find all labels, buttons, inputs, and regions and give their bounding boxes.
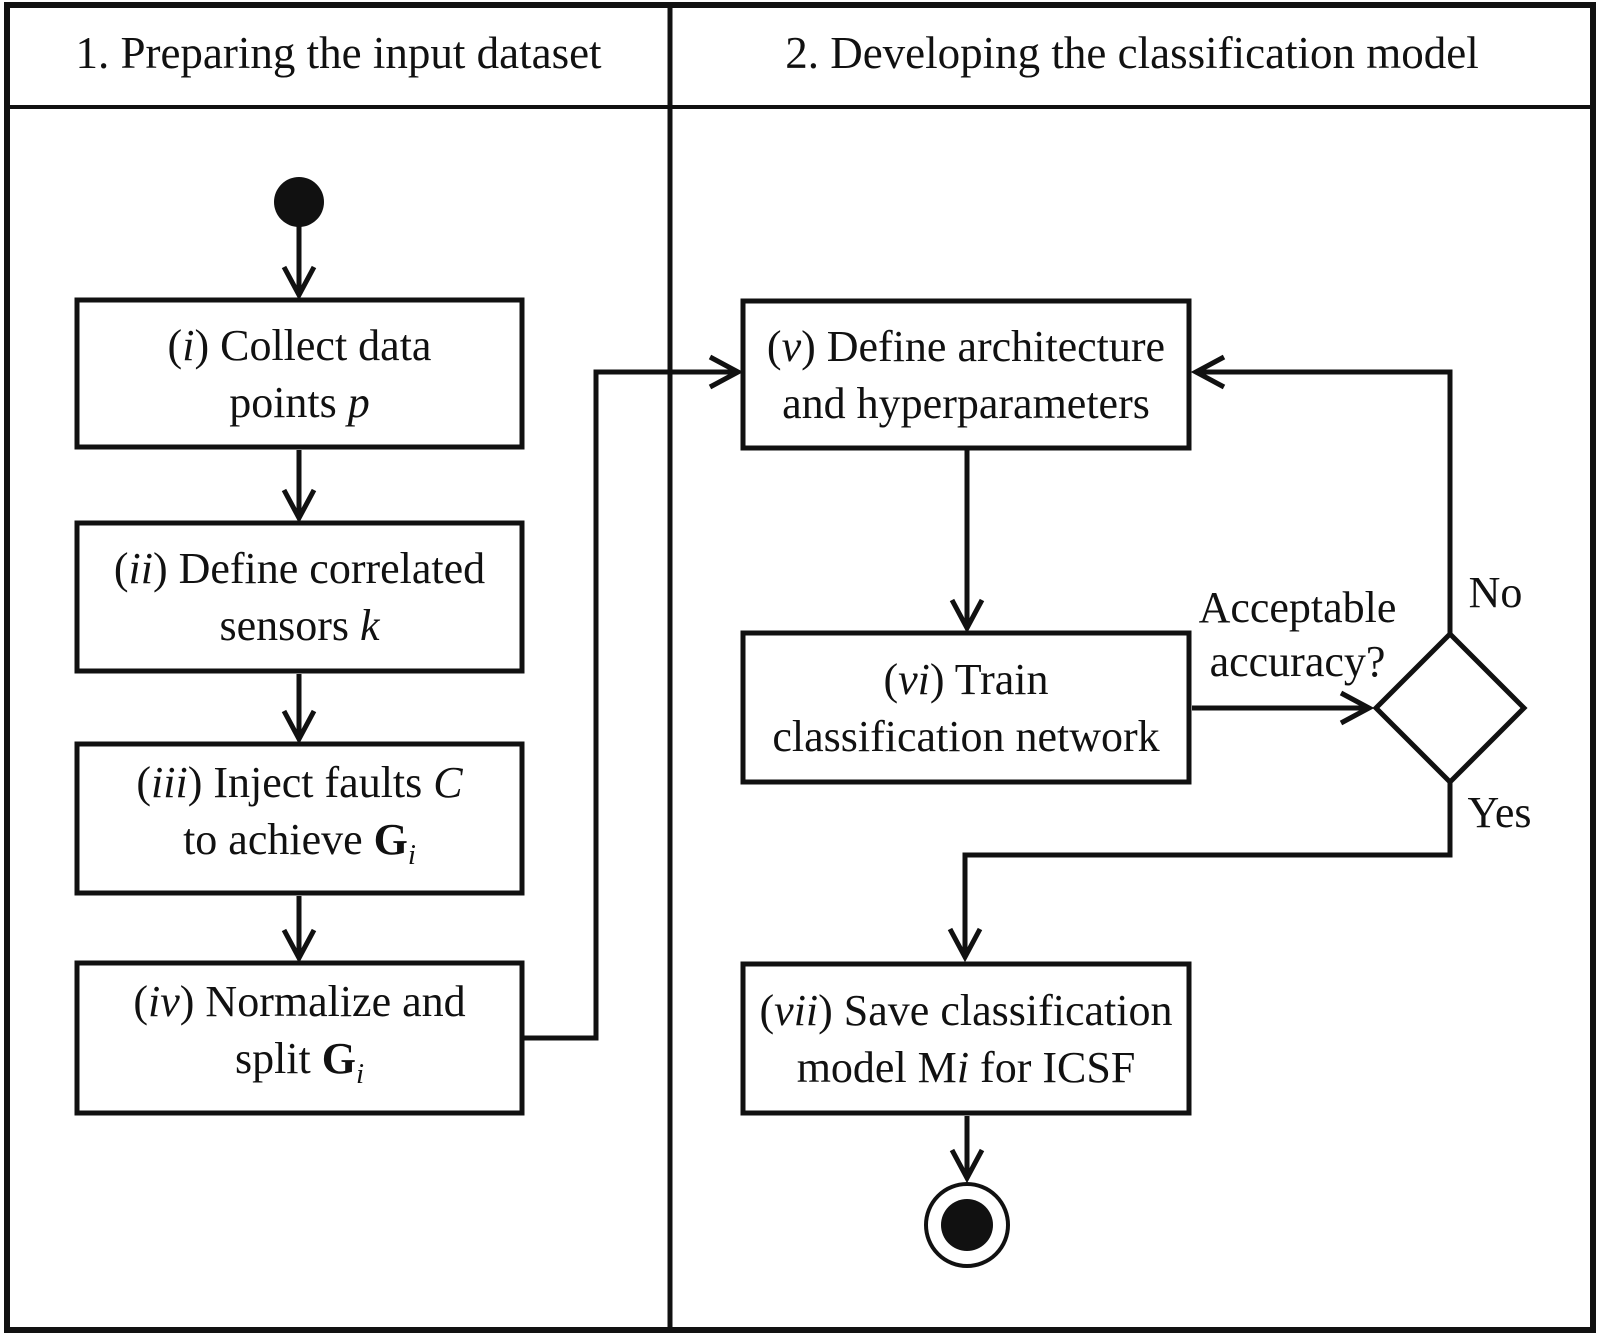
activity-label-iv-line2: split Gi <box>234 1034 365 1090</box>
arrow-yes-to-vii <box>947 780 1453 963</box>
activity-label-i-line2: points p <box>229 377 370 427</box>
activity-label-iv-line1: (iv) Normalize and <box>133 977 466 1026</box>
activity-label-vii-line1: (vii) Save classification <box>759 985 1173 1035</box>
activity-label-ii-line1: (ii) Define correlated <box>113 544 486 593</box>
activity-label-v-line1: (v) Define architecture <box>766 321 1166 371</box>
end-node-inner <box>941 1199 993 1251</box>
activity-label-i: (i) Collect data points p <box>77 300 522 447</box>
activity-box-vii <box>740 961 1192 1116</box>
branch-label-no: No <box>1468 568 1523 617</box>
start-node <box>274 177 324 227</box>
decision-question-line1: Acceptable <box>1198 583 1397 632</box>
arrow-iv-to-v <box>522 354 744 1041</box>
activity-label-ii: (ii) Define correlated sensors k <box>77 523 522 671</box>
activity-label-iii-line1: (iii) Inject faults C <box>136 757 463 807</box>
column-2-header: 2. Developing the classification model <box>785 27 1479 78</box>
activity-label-iii-line2: to achieve Gi <box>183 814 416 871</box>
activity-box-ii <box>74 520 525 674</box>
activity-label-vi: (vi) Train classification network <box>743 633 1189 782</box>
arrow-no-loop-to-v <box>1190 354 1453 634</box>
activity-label-vii: (vii) Save classification model Mi for I… <box>743 964 1189 1113</box>
outer-frame <box>4 2 1596 1333</box>
activity-label-vi-line2: classification network <box>772 711 1160 761</box>
decision-question-line2: accuracy? <box>1209 637 1386 686</box>
activity-label-v-line2: and hyperparameters <box>782 378 1150 428</box>
decision-question: Acceptable accuracy? <box>1175 580 1420 690</box>
activity-label-vii-line2: model Mi for ICSF <box>796 1042 1136 1092</box>
activity-label-iii: (iii) Inject faults C to achieve Gi <box>77 744 522 893</box>
activity-label-ii-line2: sensors k <box>219 601 380 650</box>
activity-label-i-line1: (i) Collect data <box>167 320 432 370</box>
activity-box-i <box>74 297 525 450</box>
activity-box-v <box>740 298 1192 451</box>
end-node-outer <box>924 1182 1010 1268</box>
activity-label-iv: (iv) Normalize and split Gi <box>77 963 522 1113</box>
activity-label-v: (v) Define architecture and hyperparamet… <box>743 301 1189 448</box>
branch-label-yes: Yes <box>1467 788 1532 837</box>
column-1-header: 1. Preparing the input dataset <box>75 27 602 78</box>
activity-label-vi-line1: (vi) Train <box>883 654 1049 704</box>
